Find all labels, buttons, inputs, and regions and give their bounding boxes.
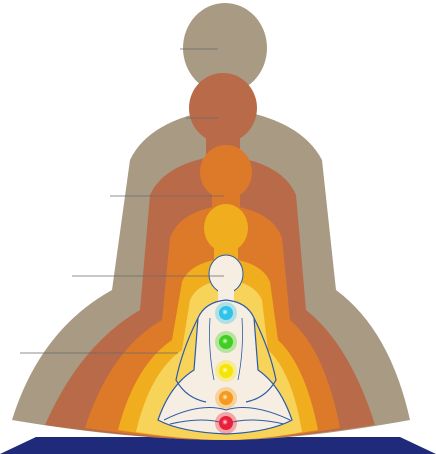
chakra-solar-plexus-highlight	[222, 367, 228, 373]
chakra-sacral-highlight	[222, 394, 228, 400]
chakra-root-highlight	[222, 419, 228, 425]
chakra-throat-highlight	[222, 309, 228, 315]
chakra-heart-highlight	[222, 338, 228, 344]
